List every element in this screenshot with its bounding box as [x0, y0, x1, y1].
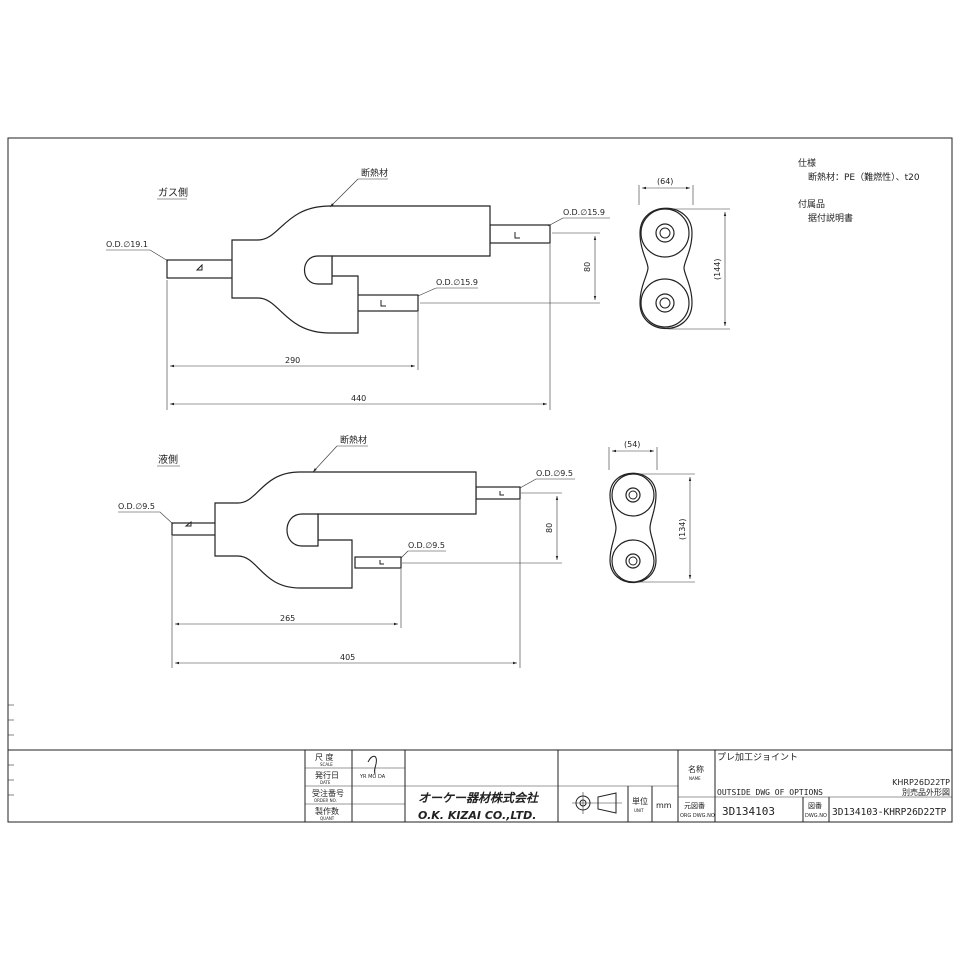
company-jp: オーケー器材株式会社	[418, 791, 540, 805]
company-en: O.K. KIZAI CO.,LTD.	[418, 809, 536, 822]
gas-dim-height: (144)	[713, 258, 722, 280]
projection-symbol	[572, 792, 622, 814]
order-en: ORDER NO.	[314, 798, 337, 803]
spec-notes: 仕様 断熱材：PE（難燃性）、t20 付属品 据付説明書	[798, 157, 920, 224]
gas-insulation-body	[231, 205, 491, 334]
gas-od-left: O.D.∅19.1	[106, 240, 148, 249]
unit-jp: 単位	[632, 796, 648, 806]
order-jp: 受注番号	[312, 788, 344, 798]
outside-dwg-jp: 別売品外形図	[902, 787, 950, 797]
unit-en: UNIT	[634, 808, 644, 813]
liquid-side-view: 液側 断熱材 O.D.∅9.5 O.D.∅9.5 O.D.∅9.5 80 265…	[118, 434, 695, 668]
date-jp: 発行日	[315, 770, 339, 780]
org-en: ORG DWG.NO	[680, 813, 715, 819]
liquid-upper-right-pipe	[475, 486, 521, 500]
gas-dim-long: 440	[351, 394, 366, 403]
org-jp: 元図番	[684, 802, 705, 810]
gas-left-pipe	[166, 259, 234, 279]
gas-dim-pitch: 80	[583, 262, 592, 272]
gas-title: ガス側	[158, 186, 188, 199]
date-en: DATE	[320, 780, 331, 785]
liquid-od-lower: O.D.∅9.5	[408, 541, 445, 550]
gas-dim-width: (64)	[657, 177, 673, 186]
title-block: 尺 度 SCALE 発行日 DATE YR MO DA 受注番号 ORDER N…	[8, 749, 952, 822]
spec-line: 断熱材：PE（難燃性）、t20	[808, 171, 920, 183]
name-en: NAME	[689, 776, 701, 781]
gas-upper-right-pipe	[489, 224, 551, 244]
gas-dim-short: 290	[285, 356, 300, 365]
accessory-heading: 付属品	[798, 199, 825, 210]
liquid-dim-width: (54)	[624, 440, 640, 449]
gas-side-view: ガス側 断熱材 O.D.∅19.1 O.D.∅15.9 O.D.∅15.9 80	[106, 167, 730, 410]
accessory-line: 据付説明書	[808, 212, 853, 224]
liquid-u-bend	[286, 513, 319, 547]
scale-en: SCALE	[320, 762, 333, 767]
dwg-jp: 図番	[808, 802, 822, 810]
date-fields: YR MO DA	[359, 774, 386, 780]
quant-jp: 製作数	[315, 806, 339, 816]
drawing-frame	[7, 137, 953, 823]
liquid-insulation-label: 断熱材	[340, 434, 367, 446]
gas-u-bend	[303, 255, 333, 285]
gas-od-right-upper: O.D.∅15.9	[563, 208, 605, 217]
liquid-od-left: O.D.∅9.5	[118, 502, 155, 511]
liquid-title: 液側	[158, 453, 178, 466]
name-value: プレ加工ジョイント	[717, 752, 798, 763]
dwg-en: DWG.NO	[805, 813, 827, 819]
liquid-dim-long: 405	[340, 653, 355, 662]
name-jp: 名称	[688, 764, 704, 774]
scale-jp: 尺 度	[315, 752, 334, 762]
org-value: 3D134103	[722, 805, 775, 818]
liquid-dim-height: (134)	[678, 518, 687, 540]
unit-value: mm	[656, 801, 672, 810]
scale-mark	[367, 755, 377, 775]
gas-lower-pipe	[355, 294, 419, 312]
liquid-dim-short: 265	[280, 614, 295, 623]
liquid-lower-pipe	[354, 556, 402, 569]
liquid-od-right-upper: O.D.∅9.5	[536, 469, 573, 478]
liquid-dim-pitch: 80	[545, 523, 554, 533]
outside-dwg: OUTSIDE DWG OF OPTIONS	[717, 788, 823, 797]
dwg-value: 3D134103-KHRP26D22TP	[832, 807, 947, 818]
product-code: KHRP26D22TP	[892, 778, 950, 787]
gas-od-lower: O.D.∅15.9	[436, 278, 478, 287]
quant-en: QUANT	[320, 816, 335, 821]
liquid-left-pipe	[171, 522, 219, 536]
gas-insulation-label: 断熱材	[361, 167, 388, 179]
liquid-insulation-body	[214, 471, 477, 589]
spec-heading: 仕様	[798, 157, 816, 169]
